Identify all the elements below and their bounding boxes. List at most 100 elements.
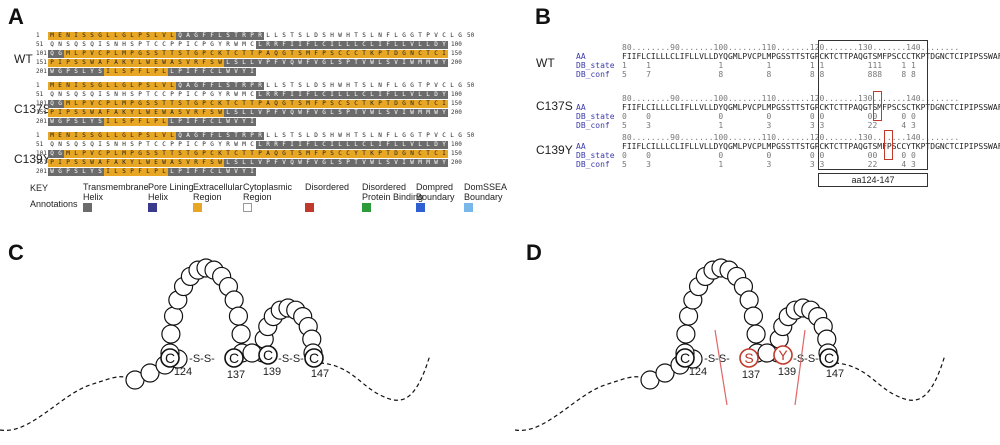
residue-cell: I (440, 50, 448, 58)
residue-cell: C (344, 150, 352, 158)
residue-cell: Q (288, 159, 296, 167)
residue-cell: R (272, 41, 280, 49)
row-start-number: 1 (36, 132, 40, 139)
backbone-dashed-left (0, 376, 136, 431)
residue-cell: W (48, 118, 56, 126)
residue-cell: T (144, 141, 152, 149)
residue-cell: G (56, 168, 64, 176)
residue-cell: L (128, 132, 136, 140)
residue-bead (224, 290, 244, 310)
residue-cell: E (56, 82, 64, 90)
residue-cell: S (296, 100, 304, 108)
residue-cell: V (312, 109, 320, 117)
prediction-row-aa: FIIFLCILLLCLIFLLVLLDYQGMLPVCPLMPGSSTTSTG… (622, 142, 1000, 151)
residue-cell: C (440, 32, 448, 40)
residue-cell: P (320, 50, 328, 58)
residue-cell: F (384, 41, 392, 49)
residue-cell: W (216, 159, 224, 167)
residue-cell: C (96, 100, 104, 108)
residue-cell: L (160, 168, 168, 176)
residue-cell: I (56, 159, 64, 167)
residue-cell: C (208, 68, 216, 76)
residue-cell: M (304, 150, 312, 158)
residue-cell: T (184, 50, 192, 58)
residue-cell: A (264, 100, 272, 108)
residue-cell: I (328, 91, 336, 99)
residue-cell: S (104, 41, 112, 49)
residue-cell: L (248, 159, 256, 167)
residue-cell: T (224, 150, 232, 158)
residue-c4 (304, 348, 324, 368)
row-start-number: 201 (36, 168, 47, 175)
row-label-state: DB_state (576, 151, 615, 160)
residue-cell: A (184, 82, 192, 90)
residue-cell: P (344, 59, 352, 67)
residue-cell: P (320, 150, 328, 158)
variant-label-wt: WT (536, 56, 555, 70)
residue-cell: W (408, 159, 416, 167)
key-item-label: Dompred Boundary (416, 182, 455, 202)
residue-cell: Q (48, 100, 56, 108)
residue-cell: P (136, 41, 144, 49)
residue-cell: P (176, 91, 184, 99)
residue-cell: L (144, 118, 152, 126)
residue-cell: S (72, 68, 80, 76)
row-label-conf: DB_conf (576, 70, 610, 79)
residue-cell: P (200, 91, 208, 99)
residue-cell: L (224, 159, 232, 167)
residue-cell: M (48, 82, 56, 90)
residue-cell: S (232, 59, 240, 67)
residue-cell: L (168, 132, 176, 140)
row-start-number: 101 (36, 100, 47, 107)
residue-cell: P (136, 32, 144, 40)
residue-cell: T (144, 91, 152, 99)
residue-cell: F (312, 150, 320, 158)
residue-cell: F (272, 59, 280, 67)
residue-cell: V (360, 159, 368, 167)
residue-cell: L (168, 168, 176, 176)
residue-cell: F (272, 109, 280, 117)
residue-cell: S (80, 159, 88, 167)
residue-cell: N (376, 132, 384, 140)
residue-cell: P (176, 141, 184, 149)
row-end-number: 100 (451, 41, 462, 48)
residue-cell: P (128, 118, 136, 126)
residue-cell: S (296, 32, 304, 40)
row-end-number: 200 (451, 159, 462, 166)
row-label-conf: DB_conf (576, 121, 610, 130)
residue-cell: F (280, 41, 288, 49)
residue-cell: T (384, 100, 392, 108)
residue-y (773, 345, 793, 365)
residue-cell: P (136, 132, 144, 140)
row-label-aa: AA (576, 142, 586, 151)
residue-cell: L (376, 59, 384, 67)
residue-cell: S (384, 159, 392, 167)
residue-cell: L (160, 68, 168, 76)
residue-cell: L (352, 141, 360, 149)
residue-cell: S (176, 50, 184, 58)
residue-cell: C (320, 141, 328, 149)
key-title: KEY (30, 183, 49, 193)
residue-cell: C (248, 141, 256, 149)
row-end-number: 100 (451, 141, 462, 148)
residue-cell: P (48, 59, 56, 67)
residue-cell: H (344, 132, 352, 140)
residue-cell: T (248, 100, 256, 108)
key-swatch (464, 203, 473, 212)
residue-cell: S (360, 132, 368, 140)
residue-cell: E (152, 109, 160, 117)
residue-cell: D (312, 32, 320, 40)
residue-cell: N (112, 91, 120, 99)
residue-cell: L (112, 150, 120, 158)
residue-letter-c2: C (229, 350, 239, 366)
row-label-state: DB_state (576, 112, 615, 121)
residue-cell: S (72, 109, 80, 117)
residue-cell: S (144, 50, 152, 58)
residue-cell: I (376, 141, 384, 149)
residue-cell: V (256, 59, 264, 67)
residue-number: 137 (227, 369, 245, 381)
residue-cell: V (408, 91, 416, 99)
